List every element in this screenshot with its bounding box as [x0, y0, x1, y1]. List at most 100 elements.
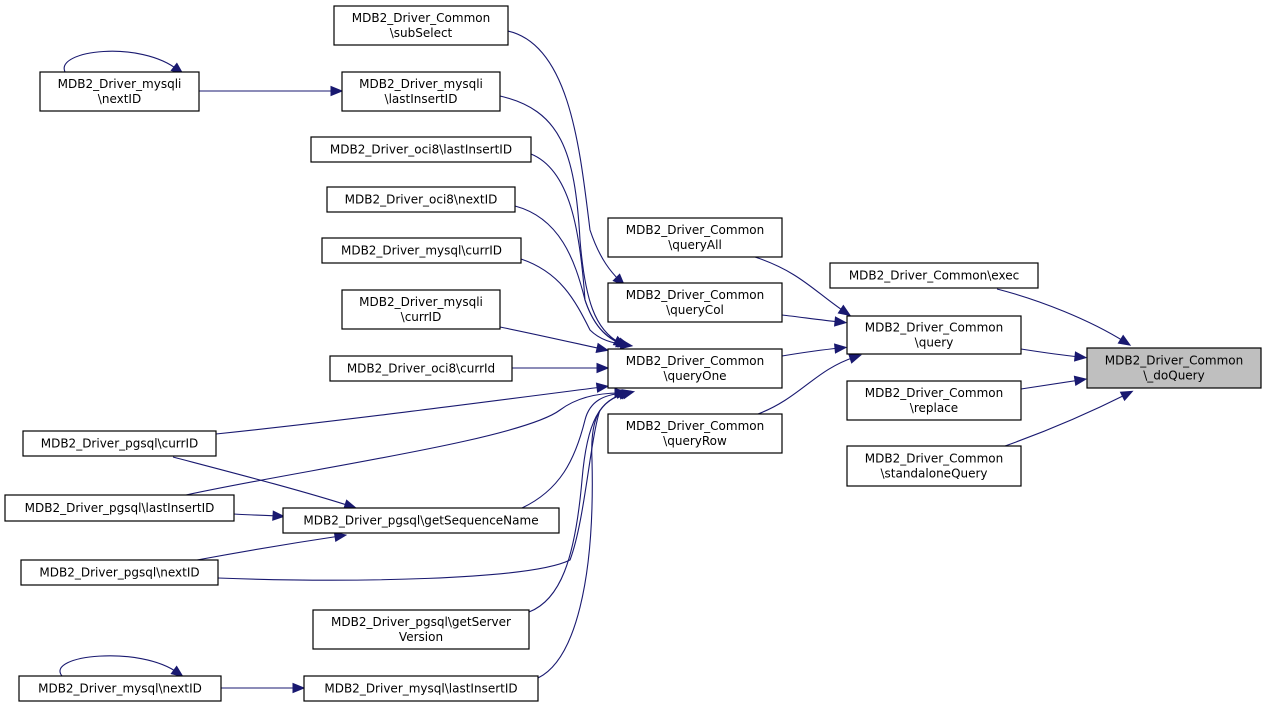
edge-line [499, 95, 621, 344]
edge-line [781, 347, 841, 357]
call-edge [185, 387, 628, 496]
function-node[interactable]: MDB2_Driver_Common\queryOne [607, 348, 783, 389]
node-box[interactable] [329, 355, 513, 382]
node-box[interactable] [303, 675, 539, 702]
node-label: MDB2_Driver_oci8\currId [347, 362, 495, 376]
function-node[interactable]: MDB2_Driver_mysql\nextID [18, 675, 222, 702]
function-node[interactable]: MDB2_Driver_oci8\lastInsertID [310, 136, 532, 163]
function-node[interactable]: MDB2_Driver_Common\query [846, 315, 1022, 355]
function-node[interactable]: MDB2_Driver_mysqli\nextID [39, 71, 200, 112]
nodes-layer: MDB2_Driver_Common\_doQueryMDB2_Driver_C… [4, 5, 1262, 702]
node-label: \queryRow [663, 434, 727, 448]
function-node[interactable]: MDB2_Driver_mysqli\currID [341, 289, 501, 330]
node-label: MDB2_Driver_Common [626, 288, 764, 302]
arrow-head-icon [834, 316, 848, 327]
node-label: MDB2_Driver_Common [352, 11, 490, 25]
edge-line [196, 535, 341, 561]
function-node[interactable]: MDB2_Driver_pgsql\lastInsertID [4, 494, 235, 522]
function-node[interactable]: MDB2_Driver_Common\standaloneQuery [846, 445, 1022, 487]
edge-line [996, 288, 1126, 343]
node-box[interactable] [846, 445, 1022, 487]
edges-layer [59, 30, 1134, 694]
function-node[interactable]: MDB2_Driver_mysqli\lastInsertID [341, 71, 501, 112]
function-node[interactable]: MDB2_Driver_Common\queryRow [607, 413, 783, 454]
node-box[interactable] [829, 262, 1039, 289]
node-label: MDB2_Driver_Common [626, 419, 764, 433]
function-node[interactable]: MDB2_Driver_Common\subSelect [333, 5, 509, 46]
call-edge [1004, 390, 1134, 447]
node-box[interactable] [341, 289, 501, 330]
node-label: MDB2_Driver_Common [1105, 354, 1243, 368]
function-node[interactable]: MDB2_Driver_oci8\nextID [326, 186, 516, 213]
node-box[interactable] [607, 282, 783, 323]
call-edge [754, 256, 852, 317]
node-label: MDB2_Driver_mysqli [359, 295, 483, 309]
edge-line [217, 409, 601, 581]
function-node[interactable]: MDB2_Driver_Common\exec [829, 262, 1039, 289]
node-label: MDB2_Driver_mysql\lastInsertID [324, 682, 517, 696]
call-edge [512, 362, 610, 374]
edge-line [507, 30, 621, 282]
self-loop-edge [59, 655, 184, 678]
node-box[interactable] [846, 380, 1022, 421]
node-box[interactable] [846, 315, 1022, 355]
node-label: \currID [401, 310, 442, 324]
node-box[interactable] [18, 675, 222, 702]
function-node[interactable]: MDB2_Driver_pgsql\currID [22, 430, 217, 457]
function-node[interactable]: MDB2_Driver_pgsql\nextID [20, 559, 219, 586]
function-node[interactable]: MDB2_Driver_mysql\currID [321, 237, 522, 264]
node-box[interactable] [607, 348, 783, 389]
node-box[interactable] [607, 413, 783, 454]
call-edge [537, 389, 636, 679]
call-edge [215, 382, 610, 435]
node-box[interactable] [312, 609, 530, 650]
node-box[interactable] [333, 5, 509, 46]
node-label: \lastInsertID [385, 92, 458, 106]
edge-line [1004, 393, 1128, 447]
edge-line [215, 386, 603, 435]
node-label: MDB2_Driver_pgsql\getServer [331, 615, 511, 629]
arrow-head-icon [170, 665, 184, 678]
node-box[interactable] [22, 430, 217, 457]
edge-line [514, 205, 625, 345]
arrow-head-icon [292, 682, 306, 694]
node-box[interactable] [282, 507, 560, 534]
arrow-head-icon [595, 382, 610, 393]
call-edge [499, 326, 610, 353]
arrow-head-icon [619, 339, 634, 350]
arrow-head-icon [272, 510, 286, 521]
node-box[interactable] [321, 237, 522, 264]
function-node[interactable]: MDB2_Driver_mysql\lastInsertID [303, 675, 539, 702]
function-node[interactable]: MDB2_Driver_oci8\currId [329, 355, 513, 382]
node-label: MDB2_Driver_mysql\currID [341, 244, 502, 258]
node-box[interactable] [20, 559, 219, 586]
edge-line [59, 655, 179, 677]
arrow-head-icon [1073, 375, 1088, 387]
node-box[interactable] [1086, 347, 1262, 389]
node-label: \replace [910, 401, 958, 415]
node-label: \queryAll [668, 238, 722, 252]
edge-line [537, 392, 629, 679]
call-edge [220, 682, 306, 694]
focus-node[interactable]: MDB2_Driver_Common\_doQuery [1086, 347, 1262, 389]
node-box[interactable] [341, 71, 501, 112]
call-edge [1020, 348, 1088, 362]
node-box[interactable] [310, 136, 532, 163]
call-edge [996, 288, 1132, 346]
function-node[interactable]: MDB2_Driver_Common\queryAll [607, 217, 783, 258]
function-node[interactable]: MDB2_Driver_Common\replace [846, 380, 1022, 421]
call-edge [499, 95, 627, 347]
arrow-head-icon [837, 304, 852, 317]
node-box[interactable] [39, 71, 200, 112]
function-node[interactable]: MDB2_Driver_Common\queryCol [607, 282, 783, 323]
call-edge [1020, 375, 1088, 390]
function-node[interactable]: MDB2_Driver_pgsql\getSequenceName [282, 507, 560, 534]
node-label: MDB2_Driver_oci8\nextID [345, 193, 498, 207]
arrow-head-icon [834, 343, 848, 354]
node-box[interactable] [326, 186, 516, 213]
node-box[interactable] [4, 494, 235, 522]
node-box[interactable] [607, 217, 783, 258]
node-label: MDB2_Driver_Common [865, 321, 1003, 335]
